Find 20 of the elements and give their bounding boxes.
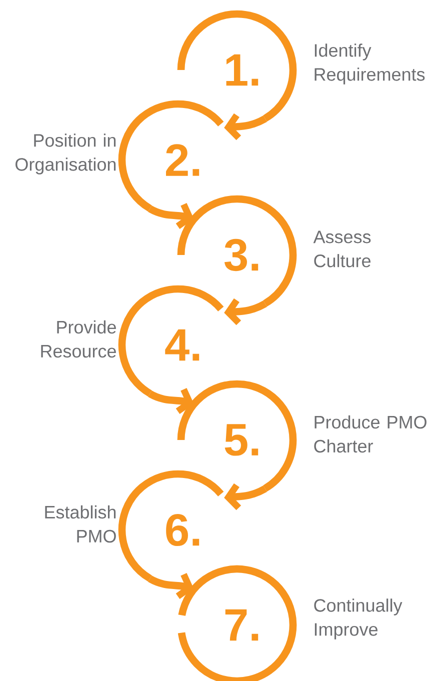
step-label: Provide Resource [41,320,116,358]
step-label: Produce PMO Charter [314,415,426,453]
step-ring: 2. [118,100,224,212]
step-label: Establish PMO [45,505,116,543]
arrow [224,113,267,140]
step-ring: 7. [178,565,297,681]
step-label: Identify Requirements [314,44,425,84]
arrow [224,483,267,510]
arrow [148,388,194,414]
step-ring: 1. [177,10,297,122]
arrow [148,572,194,599]
step-ring: 4. [118,285,224,397]
step-ring: 5. [177,380,297,492]
step-ring: 6. [118,470,224,582]
step-label: Position in Organisation [16,134,116,174]
step-label: Continually Improve [314,598,402,640]
arrow [224,298,267,326]
step-ring: 3. [177,195,297,307]
arrow [148,202,194,229]
step-label: Assess Culture [313,230,371,268]
